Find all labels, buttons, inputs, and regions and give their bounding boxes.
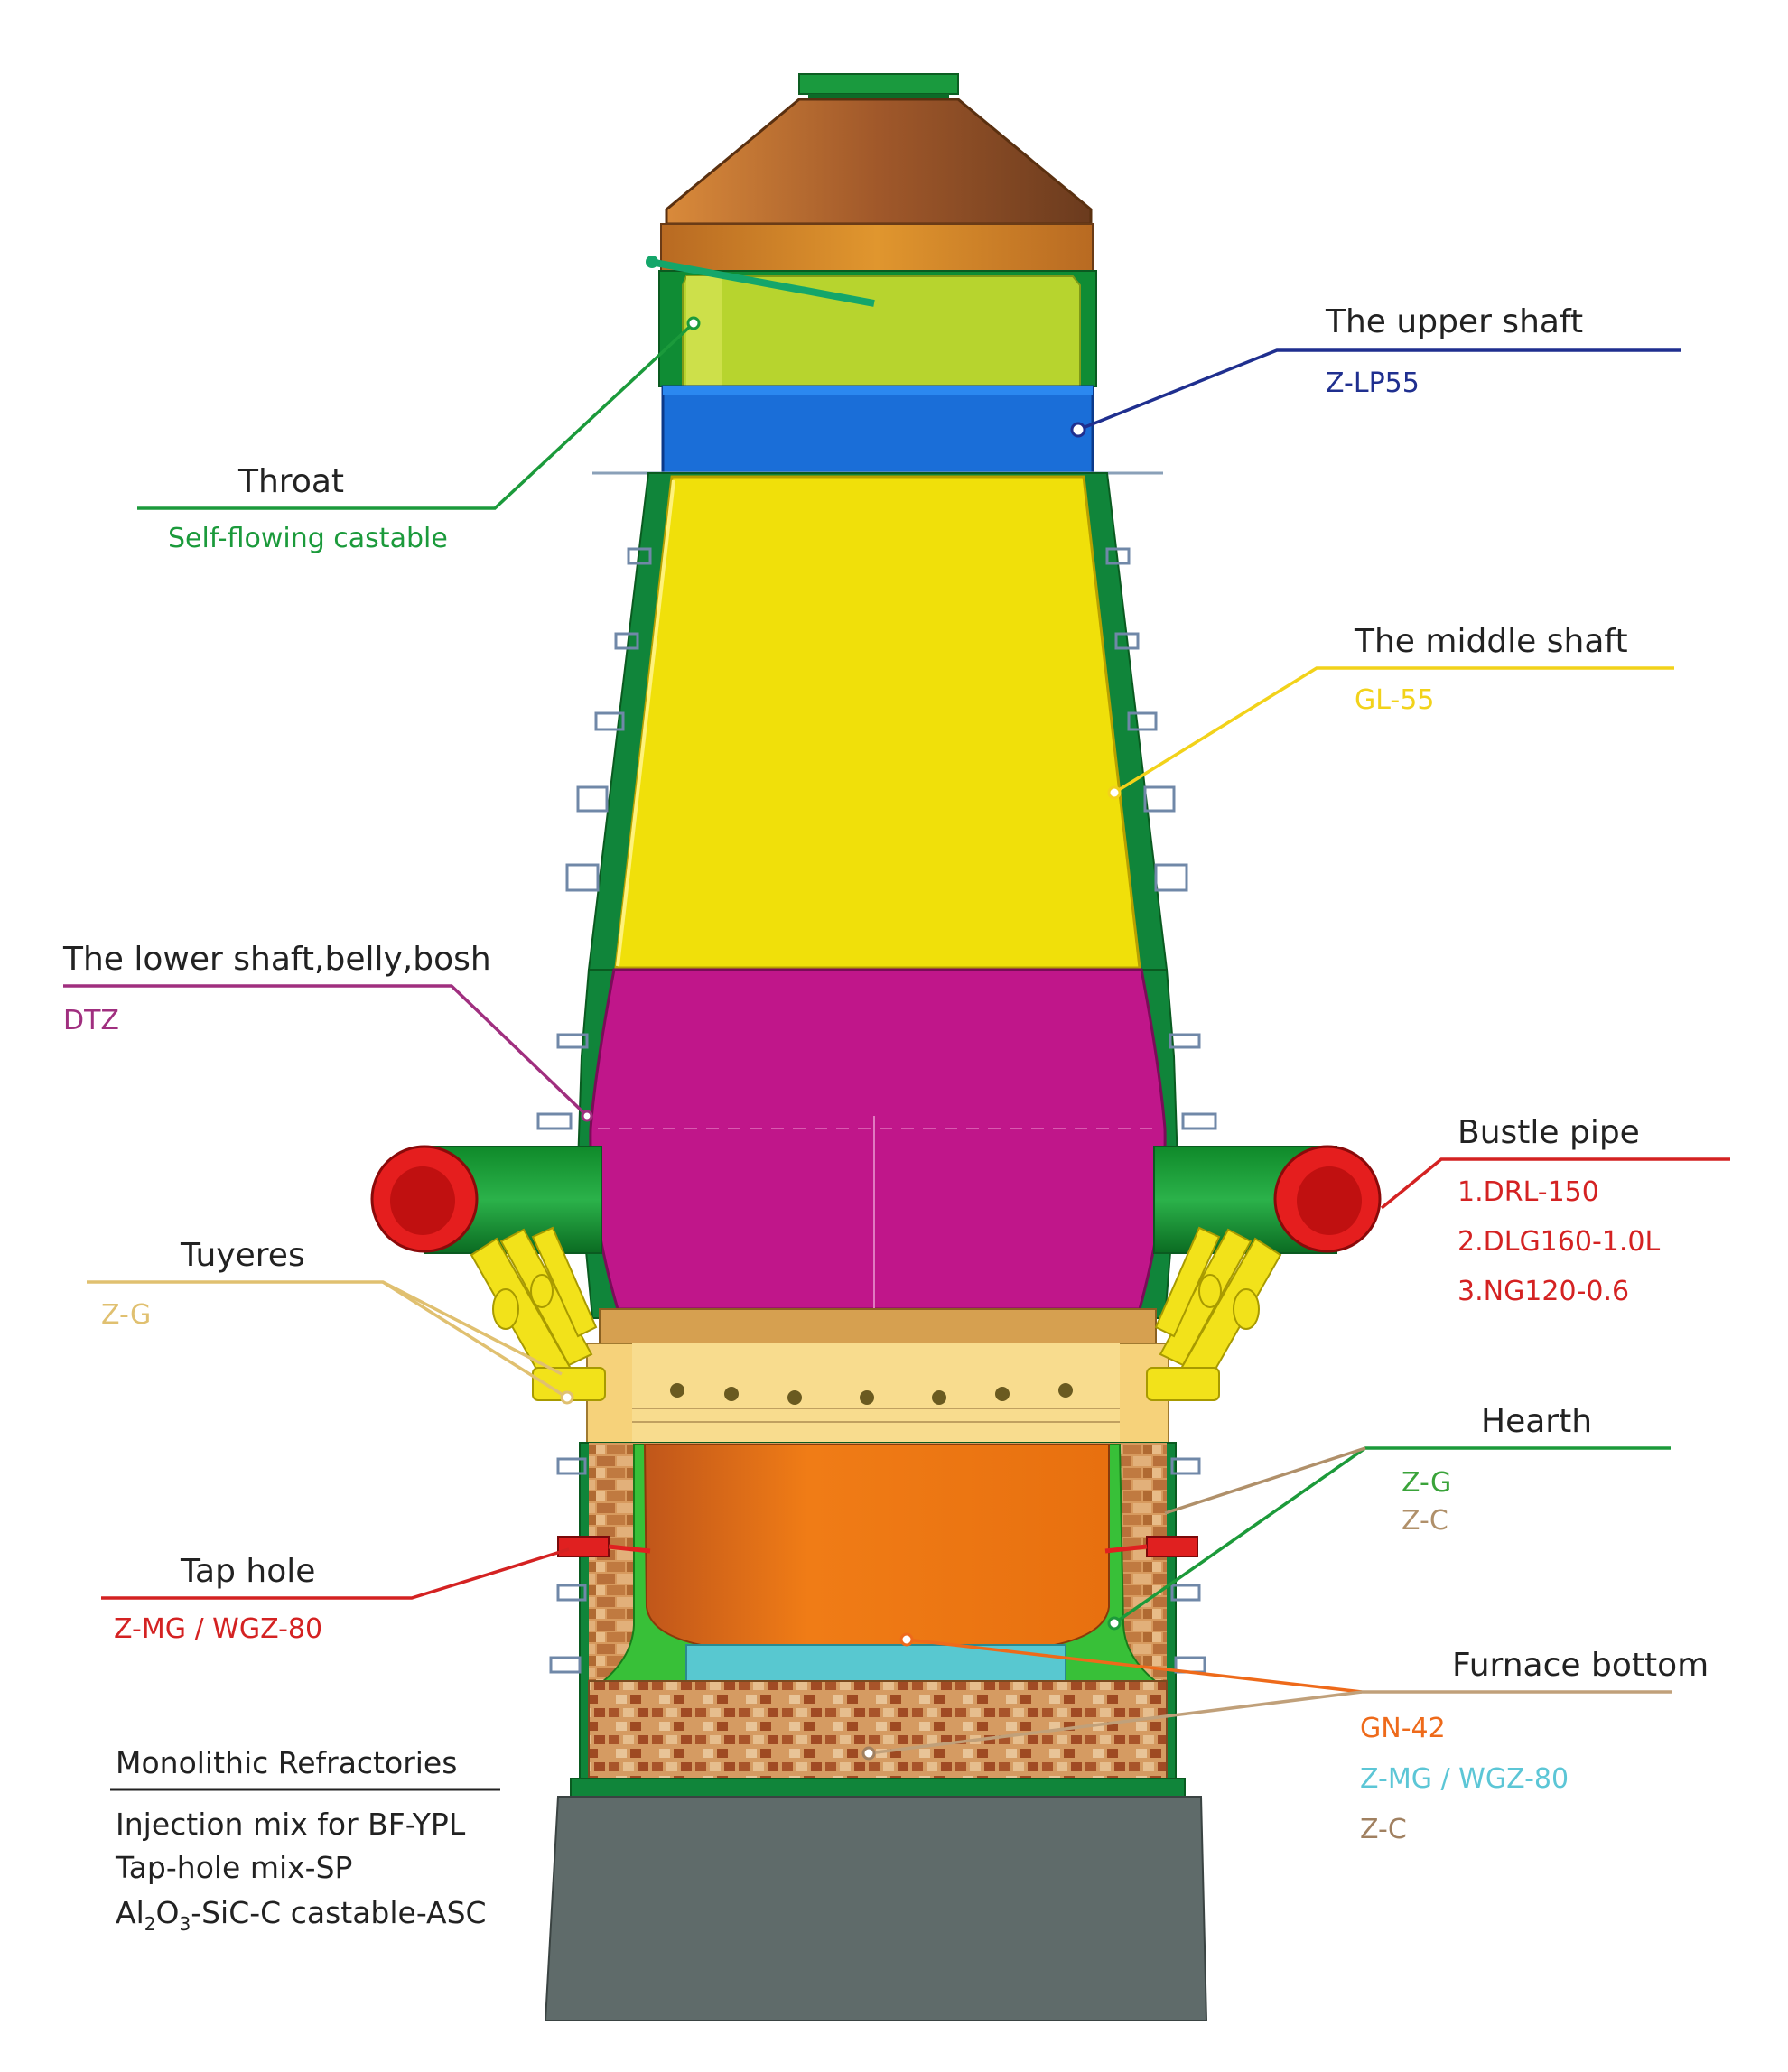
hearth-leader-line-2: [1164, 1446, 1366, 1515]
tuyeres-title: Tuyeres: [180, 1237, 305, 1274]
middle-shaft-material: GL-55: [1355, 684, 1434, 716]
tap-hole-title: Tap hole: [180, 1553, 315, 1590]
bustle-pipe-title: Bustle pipe: [1457, 1114, 1640, 1151]
throat-material: Self-flowing castable: [168, 523, 448, 554]
furnace-body: [576, 73, 1179, 1444]
furnace-bottom-leader-line-2: [868, 1690, 1672, 1755]
throat-title: Throat: [237, 463, 344, 500]
bustle-pipe-leader-line: [1380, 1157, 1730, 1210]
top-flange: [798, 73, 959, 95]
lower-shaft-leader-line: [63, 984, 589, 1118]
top-band: [660, 223, 1094, 272]
lower-shaft-lining: [589, 968, 1167, 1311]
furnace-top-cone: [665, 98, 1093, 226]
hearth-material-1: Z-G: [1402, 1467, 1451, 1499]
lower-shaft-title: The lower shaft,belly,bosh: [62, 941, 491, 978]
bustle-pipe-material-1: 1.DRL-150: [1457, 1176, 1599, 1208]
monolithic-item-asc: Al2O3-SiC-C castable-ASC: [116, 1895, 487, 1935]
bustle-pipe-material-3: 3.NG120-0.6: [1457, 1276, 1629, 1307]
leader-dots: [560, 316, 1122, 1761]
hearth-title: Hearth: [1481, 1403, 1592, 1440]
hearth-material-2: Z-C: [1402, 1505, 1448, 1537]
furnace-bottom-bricks: [588, 1680, 1168, 1779]
tap-hole-material: Z-MG / WGZ-80: [114, 1613, 322, 1645]
tuyeres-leader-line-2: [382, 1280, 568, 1399]
tap-hole-leader-line: [101, 1547, 570, 1600]
middle-shaft-leader-line: [1113, 666, 1674, 794]
bustle-pipe-material-2: 2.DLG160-1.0L: [1457, 1226, 1660, 1258]
lower-shaft-material: DTZ: [63, 1005, 119, 1036]
upper-shaft-material: Z-LP55: [1326, 367, 1420, 399]
hearth-molten: [643, 1444, 1110, 1646]
monolithic-item-sp: Tap-hole mix-SP: [115, 1850, 352, 1885]
foundation: [544, 1796, 1208, 2021]
leader-lines: [63, 321, 1730, 1755]
monolithic-title: Monolithic Refractories: [116, 1745, 457, 1780]
middle-shaft-lining: [614, 475, 1141, 970]
furnace-bottom-material-1: GN-42: [1360, 1713, 1446, 1744]
furnace-bottom-leader-line: [906, 1638, 1363, 1694]
furnace-bottom-material-3: Z-C: [1360, 1814, 1407, 1845]
furnace-bottom-material-2: Z-MG / WGZ-80: [1360, 1763, 1569, 1795]
upper-shaft-leader-line: [1077, 348, 1681, 432]
monolithic-legend: Monolithic Refractories Injection mix fo…: [110, 1745, 500, 1935]
upper-shaft-title: The upper shaft: [1325, 303, 1583, 340]
throat-leader-line: [137, 321, 695, 510]
monolithic-item-ypl: Injection mix for BF-YPL: [116, 1807, 466, 1842]
tuyeres-material: Z-G: [101, 1299, 151, 1331]
middle-shaft-title: The middle shaft: [1354, 623, 1628, 660]
throat-lining: [682, 275, 1081, 387]
furnace-bottom-title: Furnace bottom: [1452, 1647, 1709, 1684]
labels: Throat Self-flowing castable The upper s…: [62, 303, 1709, 1845]
upper-shaft-band: [661, 385, 1094, 475]
tuyeres: [470, 1226, 1282, 1405]
tuyeres-leader-line: [87, 1280, 563, 1376]
hearth: [557, 1442, 1198, 1798]
